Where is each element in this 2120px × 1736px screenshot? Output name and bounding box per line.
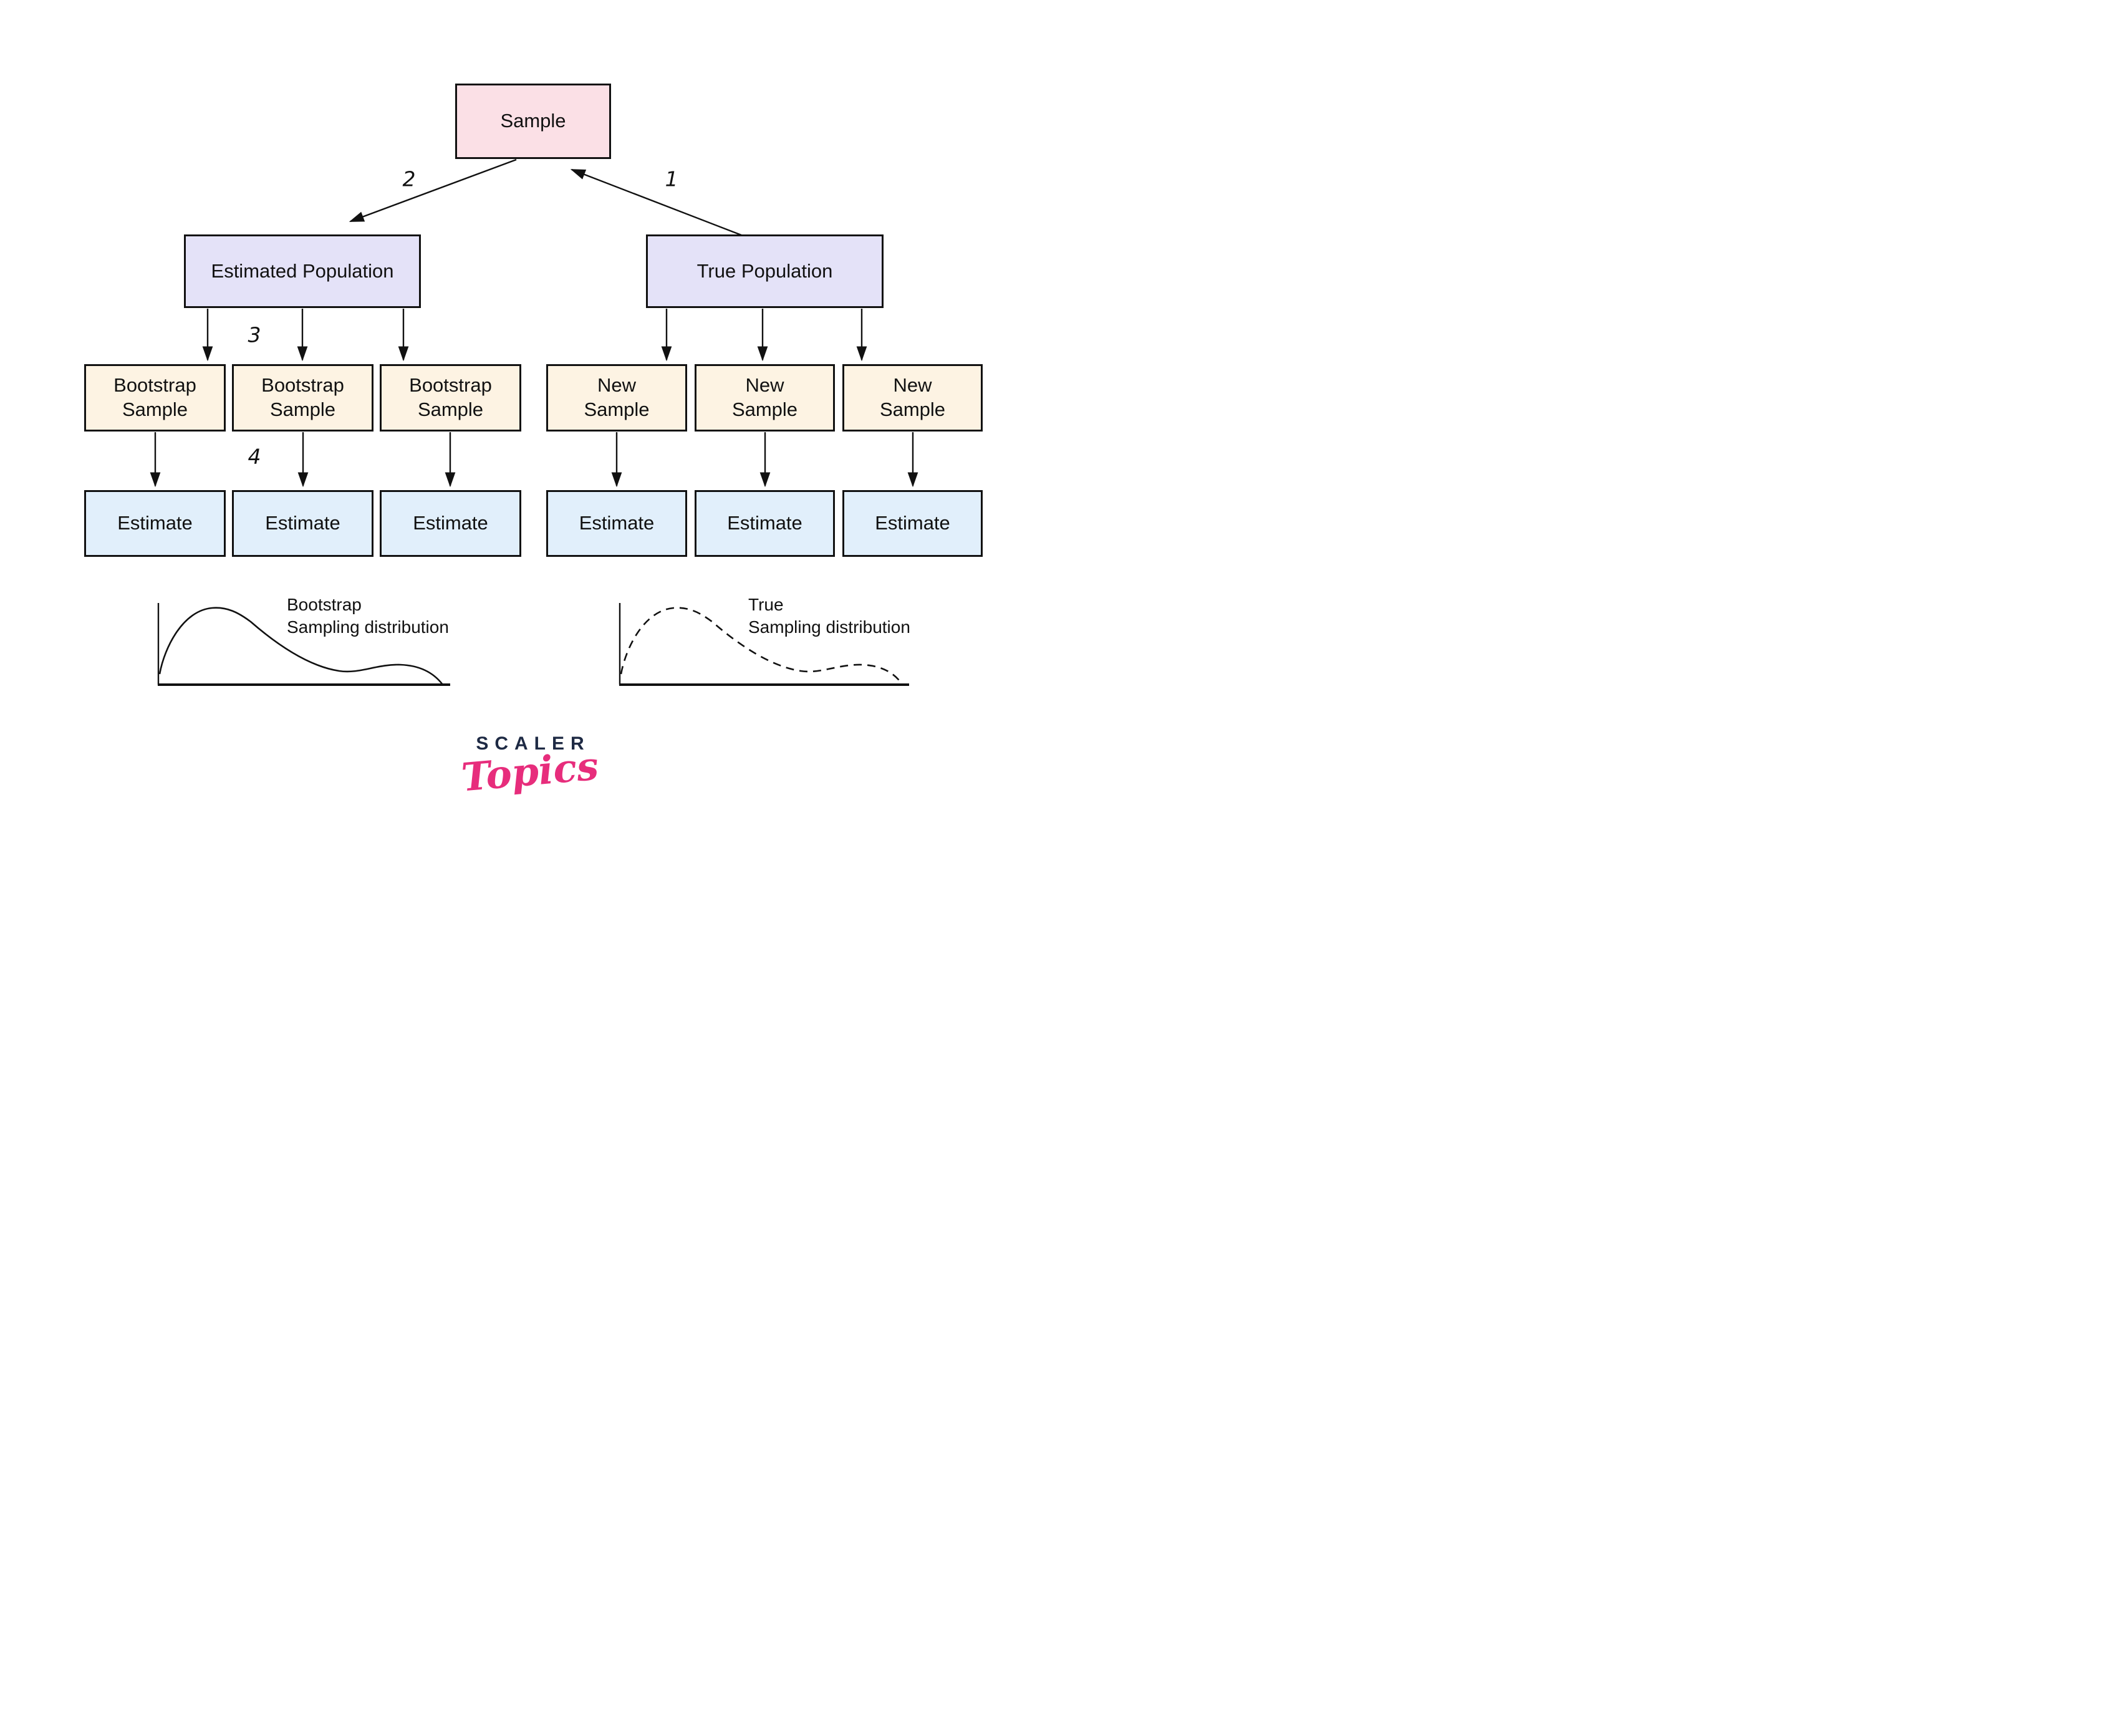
true-population-box: True Population <box>646 234 884 308</box>
estimate-label: Estimate <box>413 512 488 534</box>
step-label-4: 4 <box>248 444 261 469</box>
estimate-label: Estimate <box>265 512 340 534</box>
step-label-1: 1 <box>665 166 678 191</box>
arrow-sample-to-estimated-population <box>349 158 517 223</box>
sample-box-label: Sample <box>500 110 566 132</box>
bootstrap-distribution-plot <box>157 603 450 686</box>
estimate-box-right-2: Estimate <box>695 490 835 557</box>
true-population-label: True Population <box>696 259 833 282</box>
true-distribution-label: True Sampling distribution <box>748 595 910 637</box>
logo-brand-text: SCALER <box>476 733 590 754</box>
estimate-label: Estimate <box>727 512 802 534</box>
sample-box: Sample <box>455 84 611 159</box>
bootstrap-sampling-diagram: Sample Estimated Population True Populat… <box>0 0 1060 868</box>
estimate-box-left-2: Estimate <box>232 490 373 557</box>
estimate-box-right-3: Estimate <box>842 490 983 557</box>
estimate-box-left-1: Estimate <box>84 490 226 557</box>
step-label-2: 2 <box>402 166 416 191</box>
bootstrap-distribution-label: Bootstrap Sampling distribution <box>287 595 449 637</box>
estimate-label: Estimate <box>117 512 193 534</box>
scaler-topics-logo: SCALER Topics <box>460 733 600 800</box>
logo-word-text: Topics <box>460 743 600 801</box>
estimate-box-left-3: Estimate <box>380 490 521 557</box>
estimate-label: Estimate <box>579 512 655 534</box>
true-distribution-plot <box>619 603 909 686</box>
bootstrap-distribution-curve <box>158 607 444 685</box>
arrow-true-population-to-sample <box>570 168 742 236</box>
estimate-box-right-1: Estimate <box>546 490 687 557</box>
step-label-3: 3 <box>248 322 261 347</box>
estimate-label: Estimate <box>875 512 950 534</box>
estimated-population-box: Estimated Population <box>184 234 421 308</box>
estimated-population-label: Estimated Population <box>211 259 394 282</box>
true-distribution-curve <box>620 607 900 681</box>
